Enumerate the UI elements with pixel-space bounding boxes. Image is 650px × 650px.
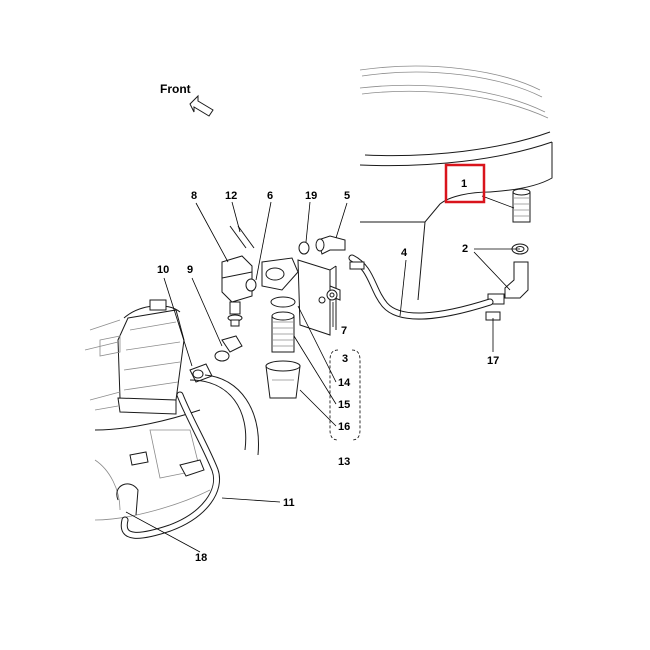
filter-element-part: [512, 188, 531, 223]
clamp-part-18: [116, 483, 139, 516]
callout-13: 13: [338, 456, 350, 468]
callout-7: 7: [341, 325, 347, 337]
o-ring-part-19: [298, 241, 310, 255]
highlight-box: [444, 163, 486, 204]
callout-19: 19: [305, 190, 317, 202]
callout-5: 5: [344, 190, 350, 202]
callout-3: 3: [342, 353, 348, 365]
callout-labels: 1 2 3 4 5 6 7 8 9 10 11 12 13 14 15 16 1…: [157, 178, 499, 564]
chassis-outline: [84, 319, 259, 521]
callout-17: 17: [487, 355, 499, 367]
o-ring-part-6: [245, 278, 257, 292]
callout-6: 6: [267, 190, 273, 202]
bracket-plate: [297, 259, 341, 336]
callout-9: 9: [187, 264, 193, 276]
filter-housing: [261, 257, 301, 399]
fitting-part-9: [214, 335, 243, 362]
pump-assembly: [117, 299, 185, 415]
callout-16: 16: [338, 421, 350, 433]
callout-12: 12: [225, 190, 237, 202]
elbow-part-5: [315, 235, 346, 255]
front-label: Front: [160, 82, 191, 96]
callout-8: 8: [191, 190, 197, 202]
callout-15: 15: [338, 399, 350, 411]
callout-4: 4: [401, 247, 408, 259]
nut-part-7: [326, 289, 338, 301]
hose-part-4: [348, 254, 494, 320]
seal-ring-part-14: [270, 296, 296, 308]
callout-11: 11: [283, 497, 295, 509]
callout-10: 10: [157, 264, 169, 276]
fitting-part: [485, 243, 529, 321]
solenoid-valve-part-8: [221, 255, 253, 327]
front-arrow-icon: [189, 94, 214, 117]
callout-1: 1: [461, 178, 467, 190]
screws-part-12: [229, 225, 255, 249]
leader-lines: [125, 195, 520, 553]
front-indicator: Front: [160, 82, 214, 117]
callout-14: 14: [338, 377, 351, 389]
fitting-part-10: [189, 363, 213, 383]
callout-2: 2: [462, 243, 468, 255]
tank-body: [359, 65, 553, 301]
callout-18: 18: [195, 552, 207, 564]
hose-part-11: [120, 391, 220, 539]
